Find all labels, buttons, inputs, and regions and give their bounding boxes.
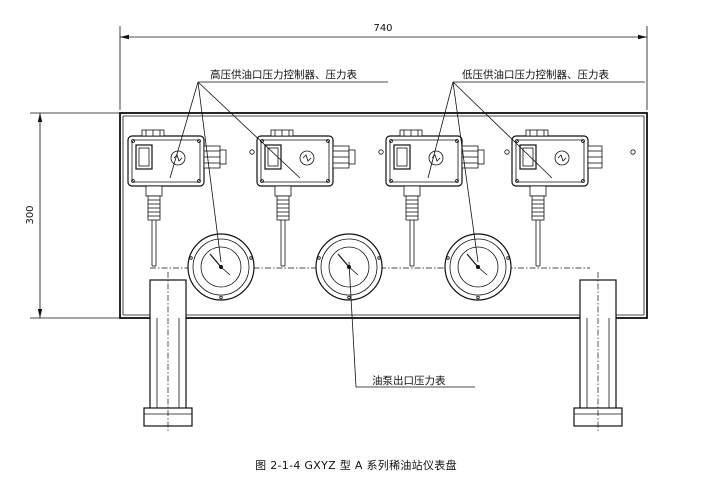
label-pump-outlet: 油泵出口压力表 [372,374,446,387]
leader-line-pump [348,261,475,388]
pressure-controller-3 [385,129,485,267]
pressure-controller-2 [256,129,356,267]
width-dimension: 740 [119,23,648,110]
support-leg-left [143,272,193,432]
mounting-holes [249,149,636,155]
height-dimension-value: 300 [25,205,36,224]
pressure-gauge-1 [187,233,255,301]
pressure-controller-1 [127,129,227,267]
figure-caption: 图 2-1-4 GXYZ 型 A 系列稀油站仪表盘 [255,458,457,472]
leader-lines-high [169,81,388,263]
width-dimension-value: 740 [373,23,392,34]
pressure-controller-4 [511,129,603,267]
panel-plate [119,112,648,319]
label-high-pressure: 高压供油口压力控制器、压力表 [210,68,357,81]
height-dimension: 300 [25,112,120,319]
label-low-pressure: 低压供油口压力控制器、压力表 [462,68,609,81]
pressure-gauge-3 [444,233,512,301]
leader-lines-low [427,81,645,263]
support-leg-right [573,272,623,432]
